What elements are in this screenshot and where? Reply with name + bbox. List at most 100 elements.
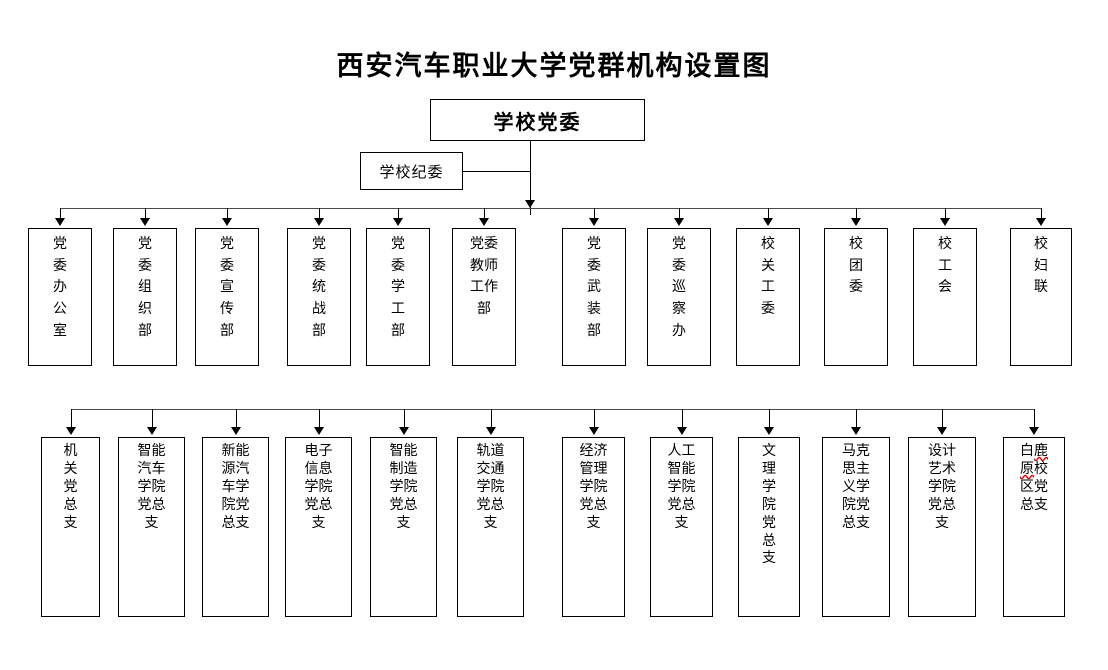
- arrow-row2-10: [940, 218, 950, 226]
- node-label: 党委办公室: [53, 236, 67, 339]
- connector-row3-drop-3: [318, 409, 320, 428]
- connector-row3-drop-5: [490, 409, 492, 428]
- node-row2-7[interactable]: 党委巡察办: [647, 228, 711, 366]
- node-row3-4[interactable]: 智能制造学院党总支: [370, 437, 437, 617]
- node-row3-9[interactable]: 马克思主义学院党总支: [822, 437, 890, 617]
- arrow-row3-6: [588, 427, 599, 435]
- node-label: 人工智能学院党总支: [667, 443, 696, 531]
- connector-row2-drop-11: [1041, 208, 1042, 219]
- connector-row2-drop-6: [594, 208, 595, 219]
- arrow-row2-11: [1036, 218, 1046, 226]
- connector-row2-drop-9: [856, 208, 857, 219]
- node-label: 校关工委: [761, 236, 775, 318]
- arrow-row2-0: [55, 218, 65, 226]
- connector-row3-drop-6: [593, 409, 595, 428]
- node-label: 轨道交通学院党总支: [476, 443, 505, 531]
- connector-row3-drop-11: [1034, 409, 1035, 428]
- node-row2-0[interactable]: 党委办公室: [28, 228, 92, 366]
- connector-row2-drop-5: [484, 208, 485, 219]
- connector-row3-drop-9: [856, 409, 857, 428]
- node-label: 党委学工部: [391, 236, 405, 339]
- connector-row2-drop-8: [768, 208, 769, 219]
- node-row3-8[interactable]: 文理学院党总支: [738, 437, 800, 617]
- node-label: 党委巡察办: [672, 236, 686, 339]
- connector-row3-drop-4: [403, 409, 405, 428]
- connector-row2-drop-0: [60, 208, 61, 219]
- arrow-row2-3: [314, 218, 324, 226]
- node-label: 党委组织部: [138, 236, 152, 339]
- arrow-row3-0: [65, 427, 76, 435]
- node-row2-8[interactable]: 校关工委: [736, 228, 800, 366]
- node-label: 机关党总支: [63, 443, 78, 531]
- node-row2-3[interactable]: 党委统战部: [287, 228, 351, 366]
- connector-row3-drop-2: [235, 409, 237, 428]
- arrow-row3-2: [230, 427, 241, 435]
- arrow-row3-9: [851, 427, 861, 435]
- node-label: 文理学院党总支: [762, 443, 776, 567]
- node-row2-6[interactable]: 党委武装部: [562, 228, 626, 366]
- node-row3-1[interactable]: 智能汽车学院党总支: [118, 437, 185, 617]
- connector-aside-stub: [463, 171, 531, 172]
- node-row2-10[interactable]: 校工会: [913, 228, 977, 366]
- connector-row3-drop-0: [70, 409, 72, 428]
- node-row2-2[interactable]: 党委宣传部: [195, 228, 259, 366]
- node-row3-3[interactable]: 电子信息学院党总支: [285, 437, 352, 617]
- node-label: 智能制造学院党总支: [389, 443, 418, 531]
- connector-row2-drop-7: [679, 208, 680, 219]
- arrow-row2-8: [763, 218, 773, 226]
- arrow-row2-7: [674, 218, 684, 226]
- node-label: 经济管理学院党总支: [579, 443, 608, 531]
- node-label: 校妇联: [1034, 236, 1048, 296]
- node-row2-11[interactable]: 校妇联: [1010, 228, 1072, 366]
- node-row2-4[interactable]: 党委学工部: [366, 228, 430, 366]
- arrow-row3-3: [313, 427, 324, 435]
- connector-root-trunk: [530, 141, 531, 215]
- node-row3-10[interactable]: 设计艺术学院党总支: [908, 437, 976, 617]
- connector-row3-bus: [70, 409, 1034, 410]
- connector-row2-drop-1: [145, 208, 146, 219]
- arrow-row3-11: [1029, 427, 1039, 435]
- arrow-row2-9: [851, 218, 861, 226]
- connector-row2-drop-10: [945, 208, 946, 219]
- node-row3-11[interactable]: 白鹿原校区党总支: [1003, 437, 1065, 617]
- node-row3-6[interactable]: 经济管理学院党总支: [562, 437, 625, 617]
- connector-row2-drop-3: [319, 208, 320, 219]
- node-label: 党委宣传部: [220, 236, 234, 339]
- arrow-row3-4: [398, 427, 409, 435]
- arrow-row3-7: [676, 427, 687, 435]
- node-label: 党委教师工作部: [470, 236, 498, 318]
- node-label: 新能源汽车学院党总支: [221, 443, 250, 531]
- node-row2-5[interactable]: 党委教师工作部: [452, 228, 516, 366]
- node-label: 学校党委: [493, 109, 582, 134]
- node-row3-5[interactable]: 轨道交通学院党总支: [457, 437, 524, 617]
- connector-row3-drop-8: [769, 409, 770, 428]
- arrow-row3-10: [937, 427, 947, 435]
- node-label: 白鹿原校区党总支: [1020, 443, 1048, 513]
- arrow-row3-5: [485, 427, 496, 435]
- arrow-row2-6: [589, 218, 599, 226]
- node-label: 马克思主义学院党总支: [842, 443, 870, 531]
- node-label: 党委武装部: [587, 236, 601, 339]
- node-label: 校团委: [849, 236, 863, 296]
- node-label: 电子信息学院党总支: [304, 443, 333, 531]
- connector-row3-drop-7: [681, 409, 683, 428]
- arrow-row3-8: [764, 427, 774, 435]
- arrow-row2-2: [222, 218, 232, 226]
- node-row3-7[interactable]: 人工智能学院党总支: [650, 437, 713, 617]
- node-row3-2[interactable]: 新能源汽车学院党总支: [202, 437, 269, 617]
- node-label: 学校纪委: [379, 162, 444, 181]
- node-row2-1[interactable]: 党委组织部: [113, 228, 177, 366]
- connector-row3-drop-10: [942, 409, 943, 428]
- connector-row2-bus: [60, 208, 1041, 209]
- node-label: 智能汽车学院党总支: [137, 443, 166, 531]
- node-row2-9[interactable]: 校团委: [824, 228, 888, 366]
- node-label: 校工会: [938, 236, 952, 296]
- node-label: 党委统战部: [312, 236, 326, 339]
- node-label: 设计艺术学院党总支: [928, 443, 956, 531]
- node-school-discipline-committee[interactable]: 学校纪委: [360, 152, 463, 190]
- connector-row2-drop-2: [227, 208, 228, 219]
- arrow-row2-5: [479, 218, 489, 226]
- node-row3-0[interactable]: 机关党总支: [41, 437, 100, 617]
- node-school-party-committee[interactable]: 学校党委: [430, 99, 645, 141]
